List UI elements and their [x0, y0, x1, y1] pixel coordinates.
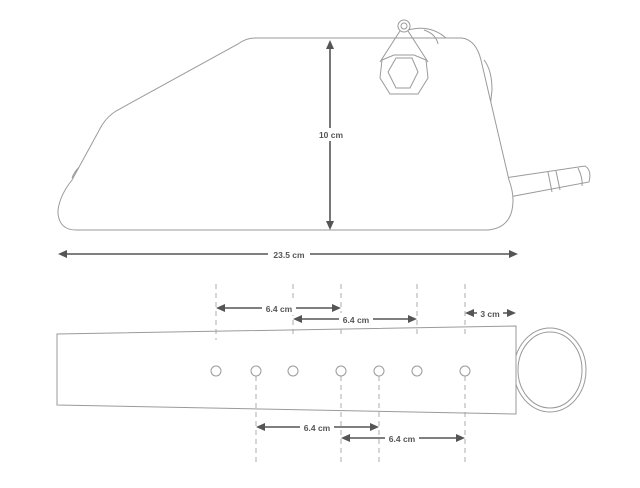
height-dimension: 10 cm [314, 40, 348, 230]
dimension-upper-mid: 6.4 cm [293, 313, 417, 326]
strap-hole [459, 365, 471, 377]
strap-holes [210, 365, 471, 377]
dim-lower-right-label: 6.4 cm [389, 434, 416, 444]
dimension-lower-right: 6.4 cm [341, 432, 465, 445]
zipper-pull-icon [379, 19, 447, 95]
dim-end-label: 3 cm [480, 309, 500, 319]
dim-lower-left-label: 6.4 cm [304, 423, 331, 433]
strap-end-loop [513, 327, 587, 413]
strap-outline [56, 325, 517, 415]
strap-view: 6.4 cm 6.4 cm 3 cm 6.4 cm [56, 284, 587, 464]
dimension-end: 3 cm [465, 307, 516, 320]
bag-outline [57, 37, 514, 231]
bag-side-view: 10 cm [57, 19, 591, 231]
rear-strap [504, 165, 591, 198]
dim-upper-mid-label: 6.4 cm [343, 315, 370, 325]
dim-upper-left-label: 6.4 cm [266, 304, 293, 314]
height-label: 10 cm [319, 130, 344, 140]
dimension-upper-left: 6.4 cm [216, 302, 341, 315]
strap-hole [210, 365, 222, 377]
strap-hole [373, 365, 385, 377]
strap-hole [287, 365, 299, 377]
length-dimension: 23.5 cm [58, 248, 518, 261]
dimension-lower-left: 6.4 cm [256, 421, 379, 434]
strap-hole [250, 365, 262, 377]
strap-hole [411, 365, 423, 377]
strap-hole [335, 365, 347, 377]
length-label: 23.5 cm [273, 250, 305, 260]
